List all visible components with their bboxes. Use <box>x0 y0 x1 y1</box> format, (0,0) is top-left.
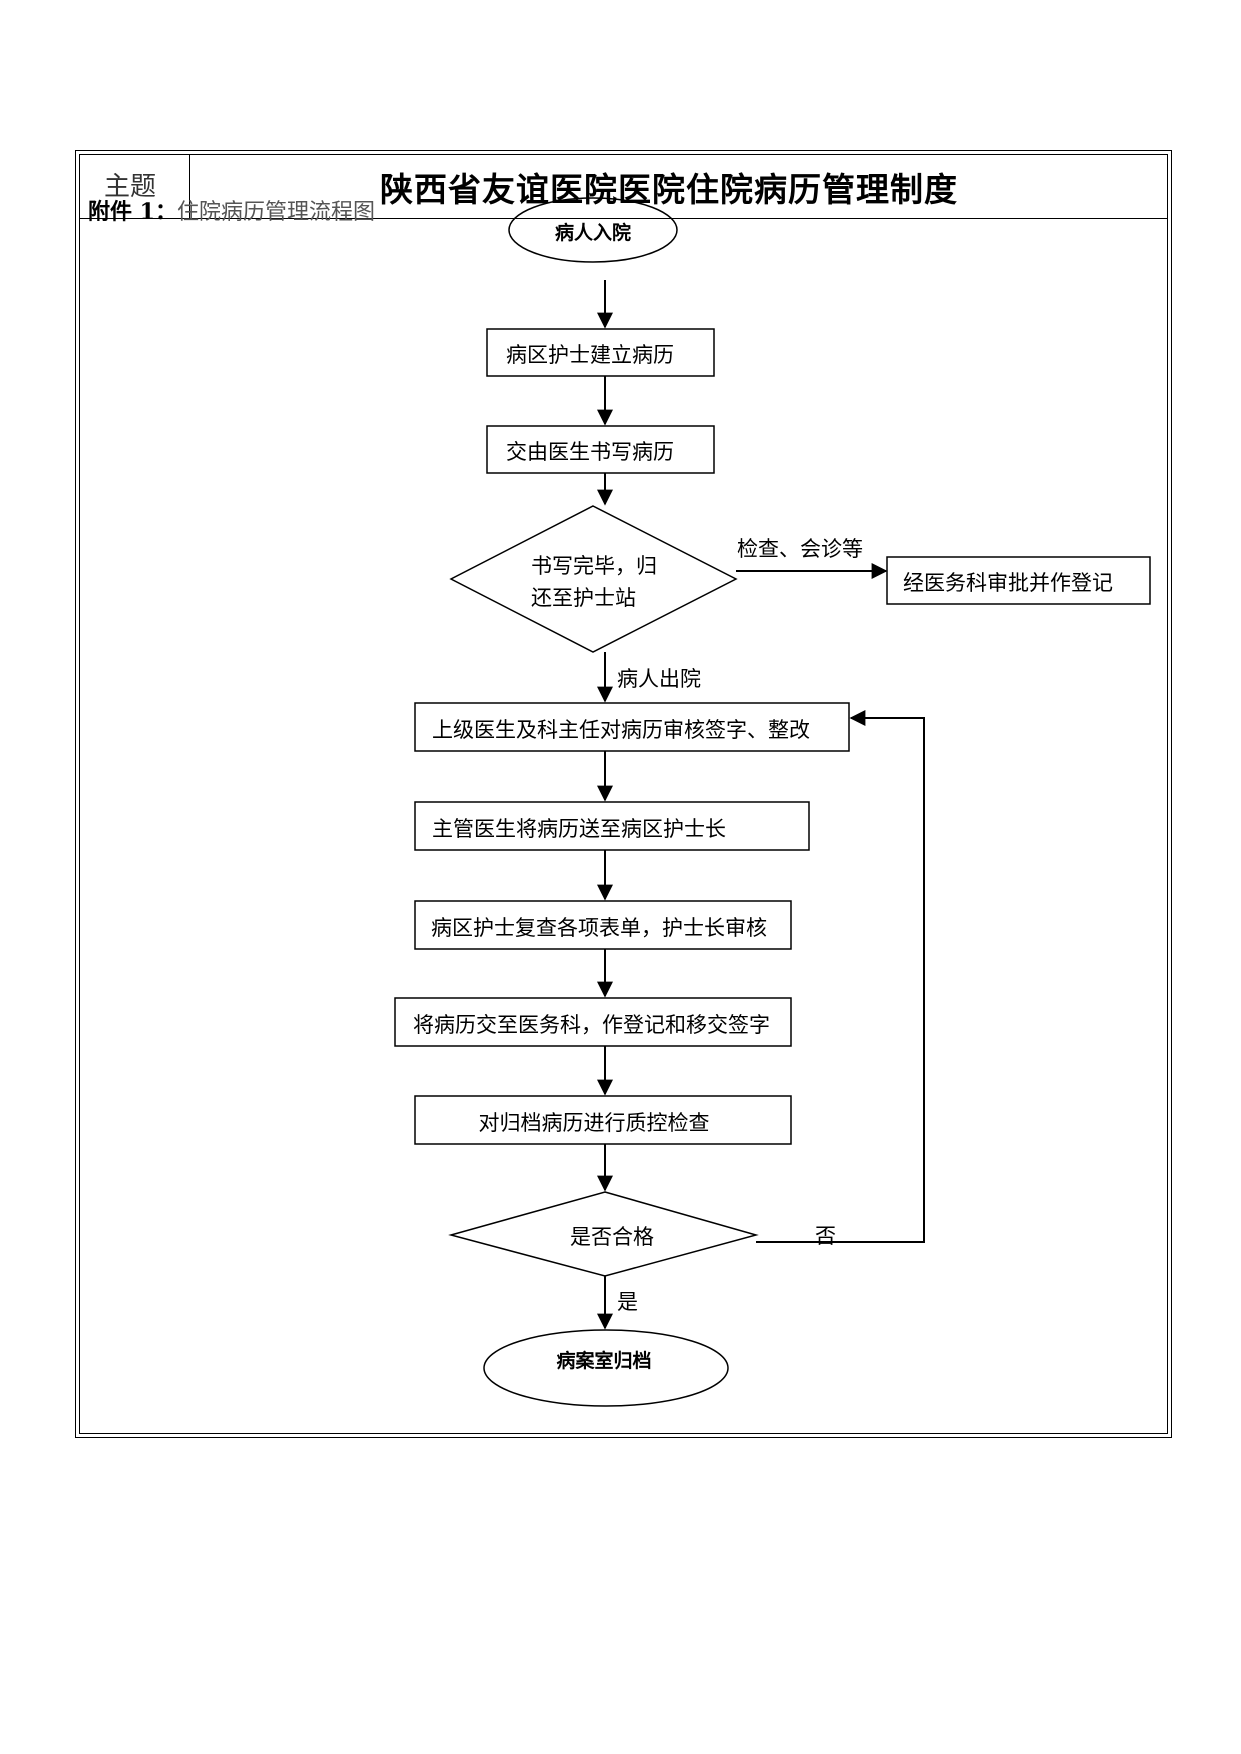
node-nurse-recheck-shape <box>414 900 792 950</box>
edge-label-yes: 是 <box>617 1290 638 1314</box>
node-archive-label: 病案室归档 <box>556 1350 652 1372</box>
node-decision-return-label-line2: 还至护士站 <box>531 586 636 610</box>
edge-no-loop-back <box>756 710 925 1243</box>
node-medical-office-shape <box>886 556 1151 605</box>
node-doctor-write-shape <box>486 425 715 474</box>
node-admit-shape <box>508 197 678 263</box>
node-transfer-label: 将病历交至医务科，作登记和移交签字 <box>413 1013 770 1037</box>
node-medical-office-label: 经医务科审批并作登记 <box>903 571 1113 595</box>
document-frame-outer <box>75 150 1172 1438</box>
document-title: 陕西省友谊医院医院住院病历管理制度 <box>380 170 958 209</box>
node-decision-qualified-label: 是否合格 <box>570 1225 654 1249</box>
edge-label-no: 否 <box>815 1224 836 1248</box>
node-doctor-write-label: 交由医生书写病历 <box>506 440 674 464</box>
node-send-head-nurse-label: 主管医生将病历送至病区护士长 <box>432 817 726 841</box>
header-cell-divider <box>189 154 190 218</box>
edge-label-to-office: 检查、会诊等 <box>737 537 863 561</box>
attachment-prefix: 附件 1： <box>88 199 177 225</box>
node-decision-return-shape <box>449 505 738 653</box>
document-frame-inner <box>79 154 1168 1434</box>
subject-label: 主题 <box>104 172 157 202</box>
node-senior-review-label: 上级医生及科主任对病历审核签字、整改 <box>432 718 810 742</box>
edge-label-discharge: 病人出院 <box>617 667 701 691</box>
node-send-head-nurse-shape <box>414 801 810 851</box>
node-senior-review-shape <box>414 702 850 752</box>
node-admit-label: 病人入院 <box>554 222 632 244</box>
node-decision-return-label-line1: 书写完毕，归 <box>531 554 657 578</box>
attachment-caption: 附件 1：住院病历管理流程图 <box>88 194 375 226</box>
node-archive-shape <box>483 1329 729 1407</box>
node-nurse-create-shape <box>486 328 715 377</box>
node-nurse-create-label: 病区护士建立病历 <box>506 343 674 367</box>
attachment-text: 住院病历管理流程图 <box>176 200 375 225</box>
node-qc-check-shape <box>414 1095 792 1145</box>
node-nurse-recheck-label: 病区护士复查各项表单，护士长审核 <box>431 916 767 940</box>
node-transfer-shape <box>394 997 792 1047</box>
header-divider <box>79 218 1168 219</box>
node-qc-check-label: 对归档病历进行质控检查 <box>478 1111 710 1135</box>
